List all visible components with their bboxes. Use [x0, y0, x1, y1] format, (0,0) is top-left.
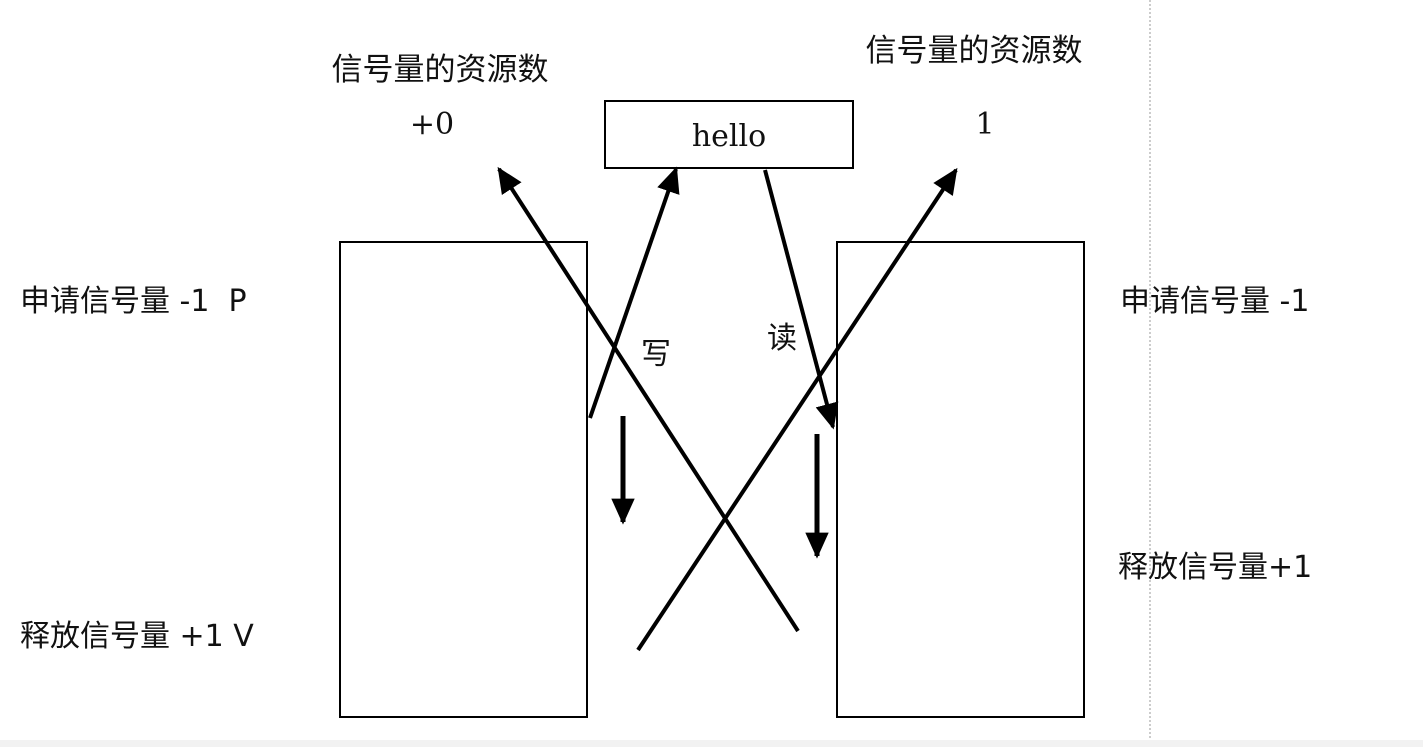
left-resource-title: 信号量的资源数 [332, 52, 549, 88]
write-label: 写 [641, 337, 671, 372]
release-arrow-to-left-count [497, 166, 800, 633]
bottom-strip [0, 740, 1423, 747]
left-release-label: 释放信号量 +1 V [20, 619, 254, 654]
reader-process-box [836, 241, 1085, 718]
write-arrow [588, 166, 680, 419]
release-arrow-to-right-count [636, 167, 958, 652]
right-resource-title: 信号量的资源数 [866, 33, 1083, 69]
read-arrow [763, 169, 839, 430]
right-release-label: 释放信号量+1 [1118, 550, 1312, 585]
writer-process-box [339, 241, 588, 718]
right-resource-value: 1 [975, 107, 994, 142]
left-resource-value: +0 [410, 107, 454, 142]
read-label: 读 [767, 321, 797, 356]
right-request-label: 申请信号量 -1 [1120, 284, 1309, 319]
buffer-box [604, 100, 854, 169]
buffer-text: hello [692, 119, 766, 154]
left-request-label: 申请信号量 -1 P [20, 284, 247, 319]
